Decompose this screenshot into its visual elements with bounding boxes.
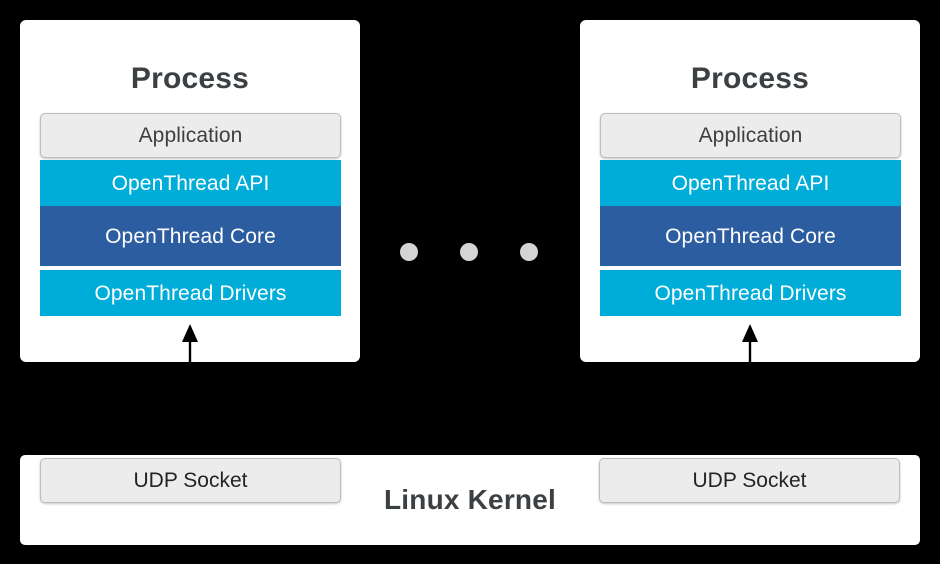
up-arrow-icon-left bbox=[182, 324, 198, 374]
layer-stack-left: Application OpenThread API OpenThread Co… bbox=[40, 113, 341, 316]
layer-openthread-core-right: OpenThread Core bbox=[600, 206, 901, 266]
layer-openthread-drivers-left: OpenThread Drivers bbox=[40, 270, 341, 316]
up-arrow-icon-right bbox=[742, 324, 758, 374]
layer-application-right: Application bbox=[600, 113, 901, 158]
layer-openthread-api-left: OpenThread API bbox=[40, 160, 341, 206]
process-title-left: Process bbox=[130, 62, 250, 95]
process-card-right: Process Application OpenThread API OpenT… bbox=[580, 20, 920, 374]
layer-openthread-core-left: OpenThread Core bbox=[40, 206, 341, 266]
kernel-title: Linux Kernel bbox=[384, 484, 556, 515]
ellipsis-dots bbox=[400, 243, 540, 261]
udp-socket-left: UDP Socket bbox=[40, 458, 341, 503]
layer-application-left: Application bbox=[40, 113, 341, 158]
ellipsis-dot-3 bbox=[520, 243, 538, 261]
layer-stack-right: Application OpenThread API OpenThread Co… bbox=[600, 113, 901, 316]
udp-socket-right: UDP Socket bbox=[599, 458, 900, 503]
ellipsis-dot-2 bbox=[460, 243, 478, 261]
ellipsis-dot-1 bbox=[400, 243, 418, 261]
layer-openthread-drivers-right: OpenThread Drivers bbox=[600, 270, 901, 316]
layer-openthread-api-right: OpenThread API bbox=[600, 160, 901, 206]
process-card-left: Process Application OpenThread API OpenT… bbox=[20, 20, 360, 374]
kernel-card: Linux Kernel UDP Socket UDP Socket bbox=[20, 455, 920, 545]
process-title-right: Process bbox=[690, 62, 810, 95]
